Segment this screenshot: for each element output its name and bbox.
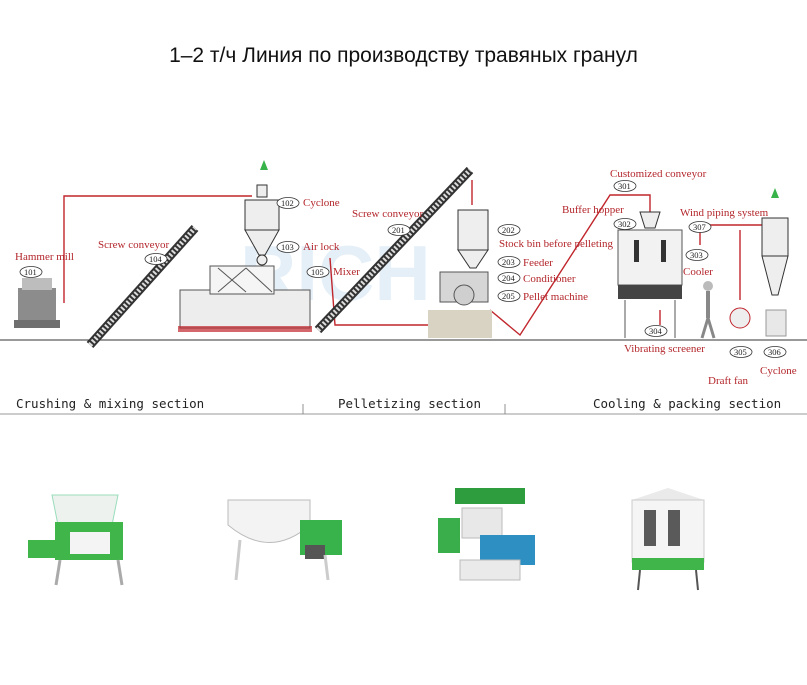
cooler-machine [617, 211, 683, 338]
num-205: 205 [502, 291, 515, 301]
label-mixer: Mixer [333, 266, 360, 278]
label-vibrating-screener: Vibrating screener [624, 343, 705, 355]
screw-conveyor-104 [86, 224, 199, 349]
num-306: 306 [768, 347, 781, 357]
num-103: 103 [281, 242, 294, 252]
section-crushing-mixing: Crushing & mixing section [16, 396, 205, 411]
label-buffer-hopper: Buffer hopper [562, 204, 624, 216]
label-cyclone-102: Cyclone [303, 197, 340, 209]
num-302: 302 [618, 219, 631, 229]
cyclone-102 [244, 160, 280, 266]
label-feeder: Feeder [523, 257, 553, 269]
label-screw-conveyor-104: Screw conveyor [98, 239, 170, 251]
num-305: 305 [734, 347, 747, 357]
num-202: 202 [502, 225, 515, 235]
cyclone-306 [761, 188, 789, 337]
label-cyclone-306: Cyclone [760, 365, 797, 377]
page-title: 1–2 т/ч Линия по производству травяных г… [169, 44, 638, 67]
product-pellet-machine-photo [438, 488, 535, 581]
label-screw-conveyor-201: Screw conveyor [352, 208, 424, 220]
product-cooler-photo [631, 488, 705, 591]
num-301: 301 [618, 181, 631, 191]
label-wind-piping: Wind piping system [680, 207, 769, 219]
pellet-machine-group [428, 209, 492, 338]
num-204: 204 [502, 273, 516, 283]
mixer-machine [178, 265, 312, 332]
section-cooling-packing: Cooling & packing section [593, 396, 782, 411]
label-stock-bin: Stock bin before pelleting [499, 238, 613, 250]
label-conditioner: Conditioner [523, 273, 576, 285]
label-hammer-mill: Hammer mill [15, 251, 74, 263]
num-203: 203 [502, 257, 515, 267]
hammer-mill-machine [14, 278, 60, 328]
draft-fan [729, 307, 751, 329]
num-201: 201 [392, 225, 405, 235]
label-cooler: Cooler [683, 266, 713, 278]
label-air-lock: Air lock [303, 241, 340, 253]
num-304: 304 [649, 326, 663, 336]
section-divider [0, 404, 807, 415]
num-105: 105 [311, 267, 324, 277]
worker-figure [700, 281, 716, 339]
screw-conveyor-201 [314, 166, 474, 334]
num-303: 303 [690, 250, 703, 260]
product-mixer-photo [227, 499, 342, 581]
num-101: 101 [24, 267, 37, 277]
label-customized-conveyor: Customized conveyor [610, 168, 707, 180]
num-102: 102 [281, 198, 294, 208]
label-pellet-machine: Pellet machine [523, 291, 588, 303]
label-draft-fan: Draft fan [708, 375, 749, 387]
pipes [63, 180, 771, 337]
num-104: 104 [149, 254, 163, 264]
component-labels: Hammer mill 101 Screw conveyor 104 102 C… [15, 168, 797, 387]
product-hammer-mill-photo [28, 494, 124, 586]
num-307: 307 [693, 222, 706, 232]
section-pelletizing: Pelletizing section [338, 396, 481, 411]
